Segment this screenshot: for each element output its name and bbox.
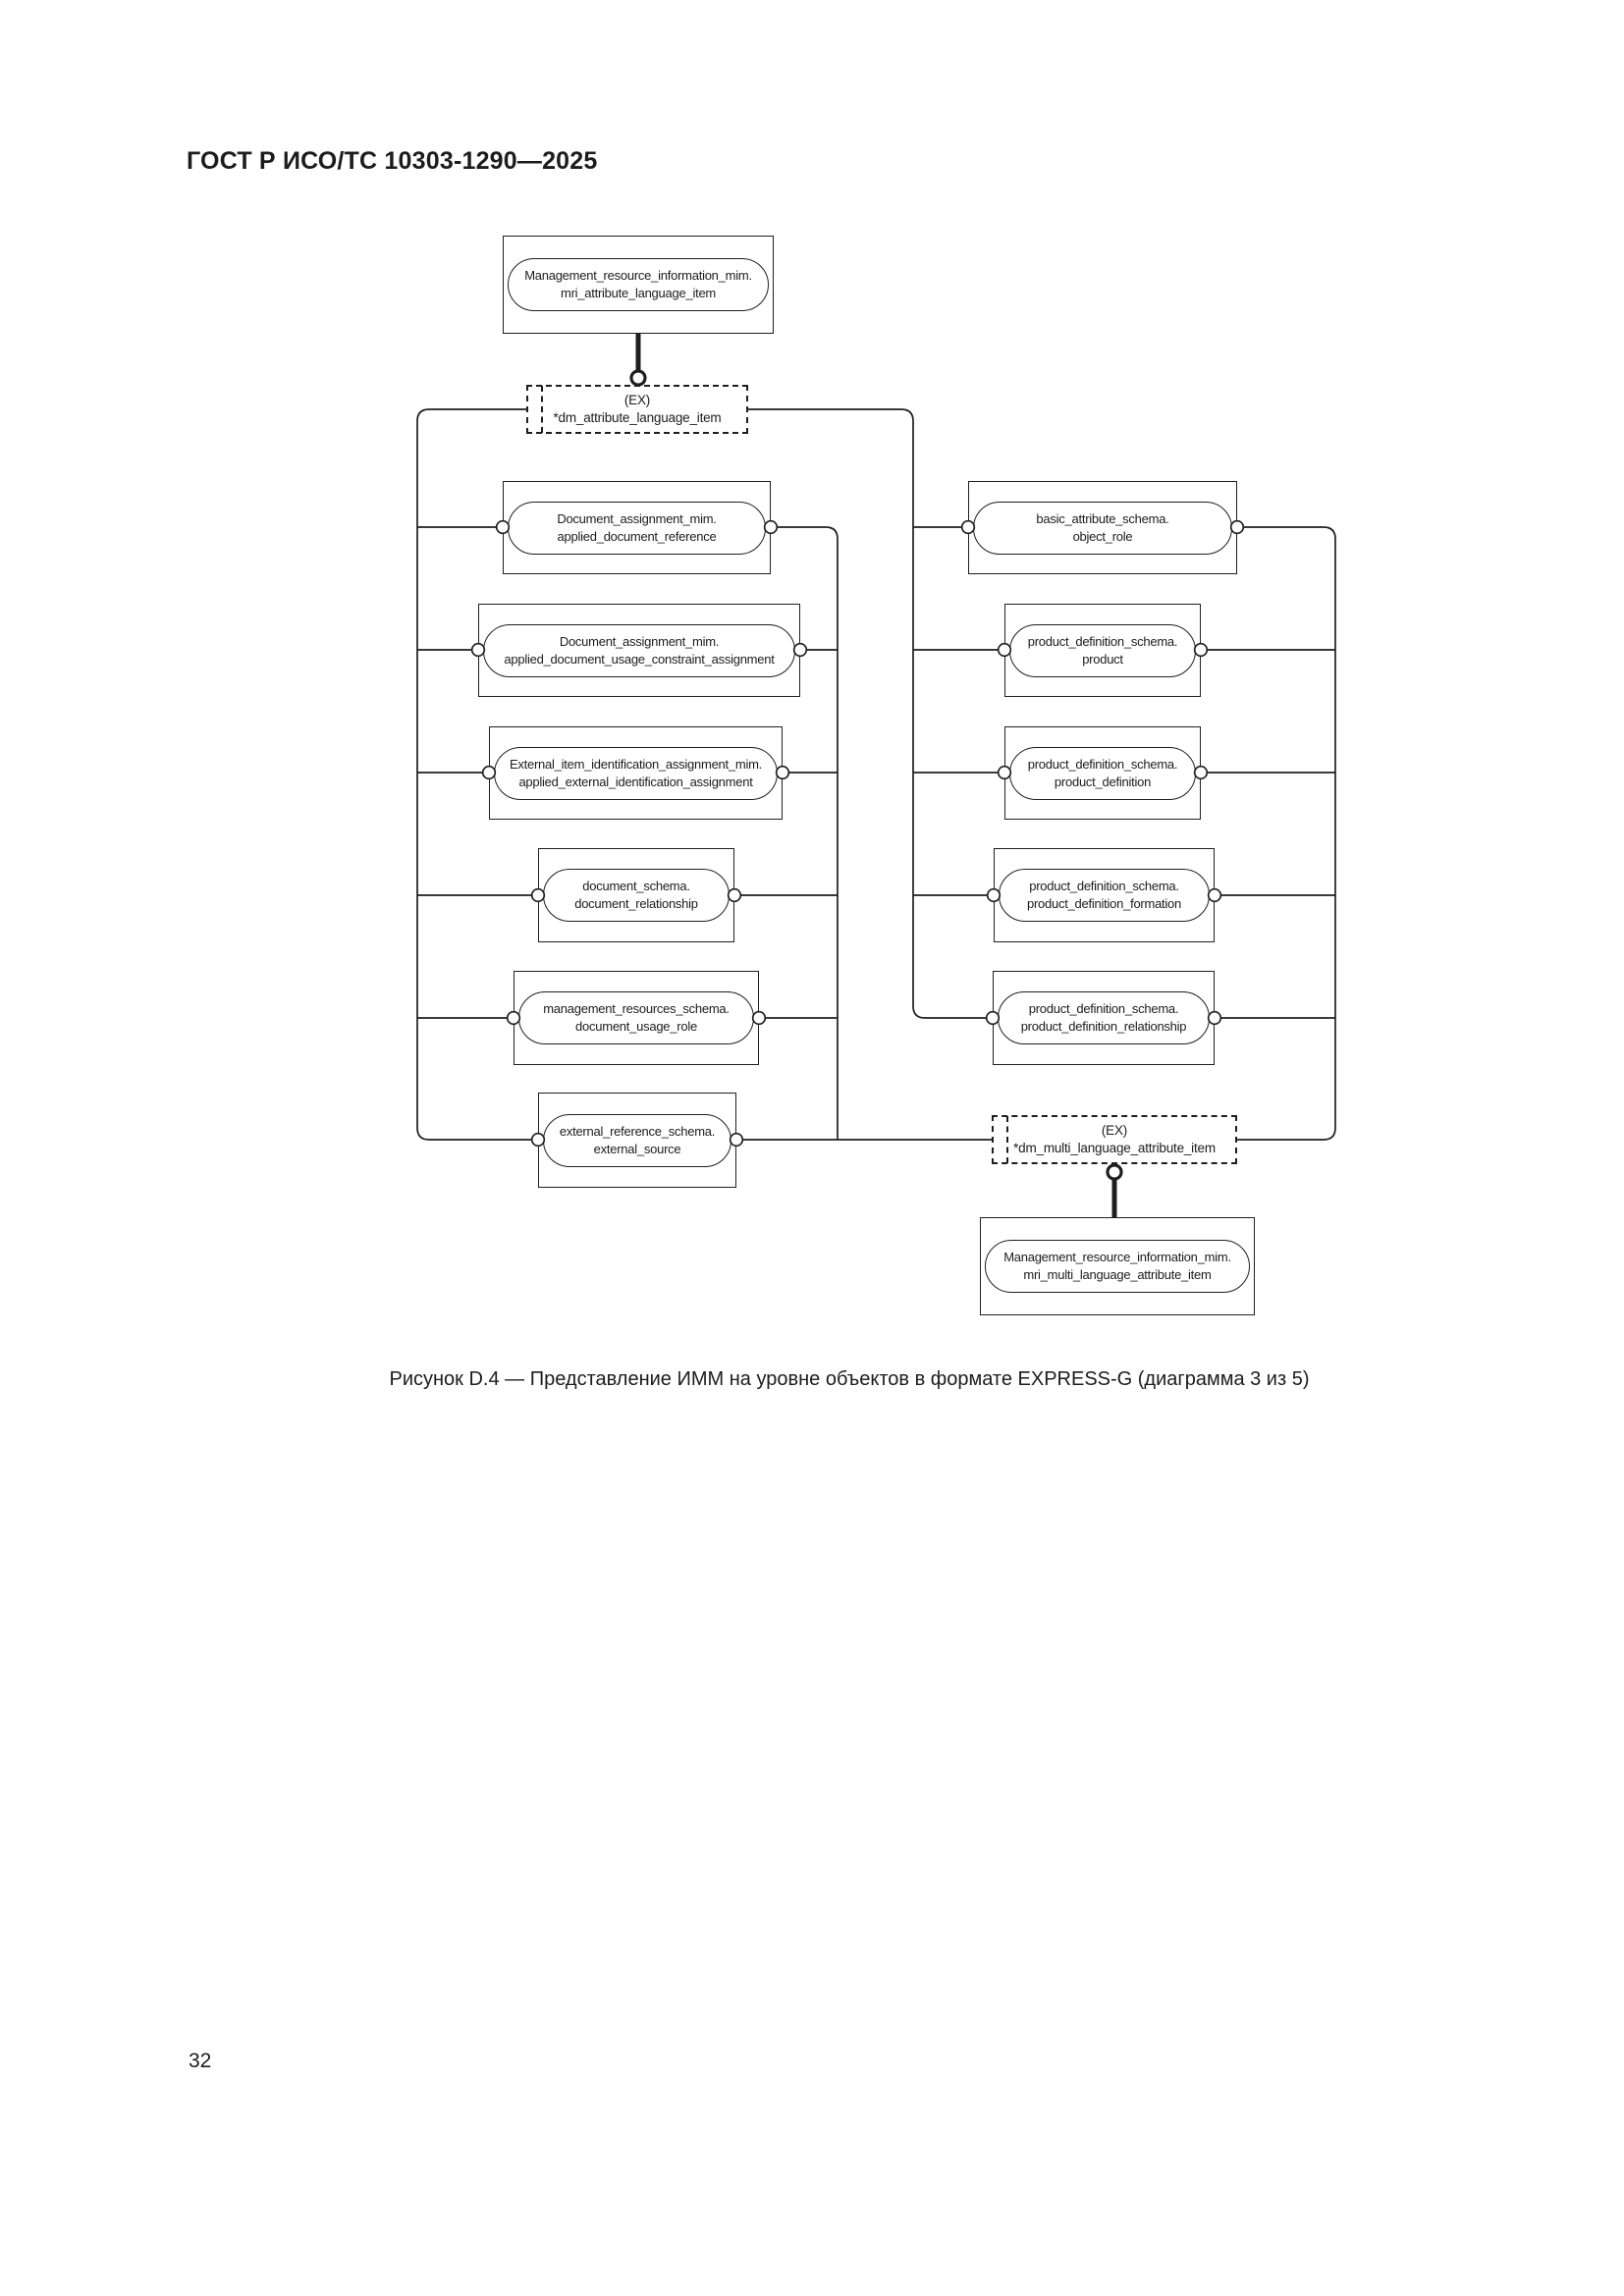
entity-document-usage-role: management_resources_schema. document_us…	[514, 971, 759, 1065]
entity-label-line: product_definition_schema.	[1029, 879, 1179, 893]
entity-label-line: document_relationship	[574, 896, 698, 911]
page-header: ГОСТ Р ИСО/ТС 10303-1290—2025	[187, 147, 598, 175]
entity-applied-document-usage-constraint-assignment: Document_assignment_mim. applied_documen…	[478, 604, 800, 697]
select-dm-attribute-language-item: (EX) *dm_attribute_language_item	[526, 385, 748, 434]
entity-product: product_definition_schema. product	[1004, 604, 1201, 697]
select-label-line: (EX)	[623, 393, 651, 407]
entity-label-line: product_definition_schema.	[1027, 756, 1178, 772]
entity-label-line: external_reference_schema.	[559, 1123, 716, 1139]
entity-label-line: basic_attribute_schema.	[1036, 510, 1169, 526]
entity-label-line: Management_resource_information_mim.	[524, 268, 752, 283]
entity-label-line: product_definition_relationship	[1020, 1019, 1187, 1034]
entity-document-relationship: document_schema. document_relationship	[538, 848, 734, 942]
entity-label-line: document_schema.	[582, 879, 690, 893]
entity-mri-attribute-language-item: Management_resource_information_mim. mri…	[503, 236, 774, 334]
entity-label-line: product_definition	[1054, 774, 1152, 789]
entity-nameplate: document_schema. document_relationship	[543, 869, 730, 922]
entity-nameplate: product_definition_schema. product_defin…	[998, 991, 1210, 1044]
select-page-bar	[1006, 1116, 1008, 1163]
entity-nameplate: Document_assignment_mim. applied_documen…	[508, 501, 766, 555]
entity-product-definition: product_definition_schema. product_defin…	[1004, 726, 1201, 820]
entity-label-line: applied_external_identification_assignme…	[518, 774, 753, 789]
select-dm-multi-language-attribute-item: (EX) *dm_multi_language_attribute_item	[992, 1115, 1237, 1164]
entity-label-line: product_definition_formation	[1026, 896, 1182, 911]
entity-nameplate: External_item_identification_assignment_…	[494, 746, 778, 800]
entity-object-role: basic_attribute_schema. object_role	[968, 481, 1237, 574]
bus-ex2-left-branches	[734, 649, 838, 1019]
entity-nameplate: external_reference_schema. external_sour…	[543, 1113, 731, 1167]
entity-label-line: document_usage_role	[575, 1019, 697, 1034]
entity-product-definition-formation: product_definition_schema. product_defin…	[994, 848, 1215, 942]
entity-applied-document-reference: Document_assignment_mim. applied_documen…	[503, 481, 771, 574]
entity-label-line: Management_resource_information_mim.	[1003, 1250, 1231, 1264]
entity-external-source: external_reference_schema. external_sour…	[538, 1093, 736, 1188]
entity-label-line: product	[1082, 651, 1123, 667]
bus-ex1-right-branches	[913, 526, 1004, 896]
select-label-line: *dm_attribute_language_item	[553, 410, 722, 425]
figure-caption: Рисунок D.4 — Представление ИММ на уровн…	[389, 1368, 1310, 1390]
entity-nameplate: product_definition_schema. product	[1009, 623, 1196, 677]
entity-nameplate: basic_attribute_schema. object_role	[973, 501, 1232, 555]
entity-label-line: Document_assignment_mim.	[559, 633, 720, 649]
stem-circle-bottom	[1106, 1163, 1123, 1181]
entity-nameplate: Management_resource_information_mim. mri…	[985, 1240, 1250, 1293]
entity-label-line: applied_document_usage_constraint_assign…	[504, 651, 775, 667]
entity-label-line: mri_multi_language_attribute_item	[1023, 1267, 1212, 1282]
entity-label-line: mri_attribute_language_item	[560, 286, 717, 300]
stem-circle-top	[629, 369, 647, 387]
select-page-bar	[541, 386, 543, 433]
entity-nameplate: product_definition_schema. product_defin…	[999, 869, 1210, 922]
entity-label-line: object_role	[1072, 528, 1133, 544]
entity-applied-external-identification-assignment: External_item_identification_assignment_…	[489, 726, 783, 820]
select-label-line: *dm_multi_language_attribute_item	[1013, 1141, 1216, 1155]
entity-label-line: management_resources_schema.	[543, 1001, 730, 1016]
entity-product-definition-relationship: product_definition_schema. product_defin…	[993, 971, 1215, 1065]
entity-nameplate: Document_assignment_mim. applied_documen…	[483, 623, 795, 677]
bus-ex2-right	[1237, 526, 1336, 1141]
entity-nameplate: product_definition_schema. product_defin…	[1009, 746, 1196, 800]
entity-mri-multi-language-attribute-item: Management_resource_information_mim. mri…	[980, 1217, 1255, 1315]
entity-nameplate: Management_resource_information_mim. mri…	[508, 258, 769, 311]
entity-label-line: product_definition_schema.	[1028, 1001, 1179, 1016]
entity-label-line: applied_document_reference	[557, 528, 717, 544]
page-number: 32	[189, 2050, 212, 2072]
entity-label-line: External_item_identification_assignment_…	[509, 756, 763, 772]
entity-label-line: product_definition_schema.	[1027, 633, 1178, 649]
entity-label-line: external_source	[593, 1141, 681, 1156]
bus-ex1-right	[748, 408, 993, 1019]
bus-ex2-right-branches	[1201, 649, 1335, 1019]
entity-nameplate: management_resources_schema. document_us…	[518, 991, 754, 1044]
select-label-line: (EX)	[1101, 1123, 1128, 1138]
entity-label-line: Document_assignment_mim.	[557, 510, 717, 526]
